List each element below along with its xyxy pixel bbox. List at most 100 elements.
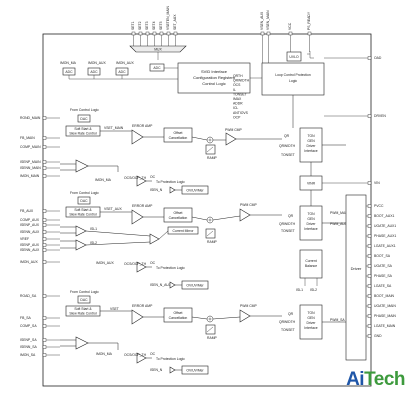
right-pins-group: OADDRVENVINPVCCBOOT_AUX1UGATE_AUX1PHASE_… [322,56,396,338]
left-pin-5: IMON_MAIN [20,174,40,178]
left-pin-10: VREF [20,237,29,241]
right-pin-0: OAD [374,56,382,60]
oc-aux: OC [150,261,156,265]
left-pin-6: FB_AUX [20,209,34,213]
svid-label-2: Configuration Registers [193,75,235,80]
top-right-pin-2: VCC [288,22,292,30]
oc-main: OC [150,175,156,179]
ovuv-main: OV/UV/Mer [186,189,204,193]
pwm-cmp-sa: PWM CMP [240,304,258,308]
qr-aux: QR [288,214,294,218]
right-pin-16: GND [374,334,382,338]
left-pin-18: ISENN_SA [20,345,38,349]
left-pins-group: ROND_MAIN FB_MAIN COMP_MAIN ISENP_MAIN ISENN… [20,116,60,357]
loop-control-block [261,62,325,96]
adc-2: ADC [90,70,98,74]
right-pin-10: PHASE_SA [374,274,393,278]
top-pin-4: SET5 [159,21,163,30]
isl2-left: ISL2 [90,241,97,245]
softstart-aux-1: Soft Start & [74,208,92,212]
imon-aux-mid: IMON_AUX [96,261,114,265]
error-amp-main: ERROR AMP [132,124,153,128]
isl1-right: ISL1 [296,288,303,292]
top-pin-2: SET3 [145,21,149,30]
left-pin-15: FB_SA [20,316,31,320]
qrwidth-aux: QRWIDTH [279,222,296,226]
right-pin-3: PVCC [374,204,384,208]
right-pin-2: VIN [374,181,380,185]
ctrl-signal-4: TONSET [233,92,247,96]
left-pin-13: IMON_AUX [20,260,38,264]
right-pin-8: BOOT_SA [374,254,391,258]
ton-gen-aux: TON GEN Driver Interface QR QRWIDTH TONS… [279,205,323,241]
left-pin-11: ISENP_AUX [20,243,40,247]
to-prot-aux: To Protection Logic [156,266,185,270]
sa-channel: From Control Logic DAC Soft Start & Slew… [60,290,282,375]
ctrl-signal-2: OCS [233,83,241,87]
top-pin-1: SET2 [138,21,142,30]
svg-text:GEN: GEN [307,217,315,221]
adc-4: ADC [153,66,161,70]
left-pin-3: ISENP_MAIN [20,160,41,164]
uvlo-block [286,51,302,62]
current-balance-1: Current [305,259,316,263]
logo-part1: Ai [346,369,365,390]
left-pin-0: ROND_MAIN [20,116,41,120]
isen-n-main: ISEN_N [150,188,163,192]
from-ctrl-aux: From Control Logic [70,191,99,195]
imon-aux2-label: IMON_AUX [116,61,134,65]
svg-text:Interface: Interface [304,227,317,231]
top-pin-5: VSETEN_MAIN [166,6,170,30]
top-right-pin-0: VSEN_AUX [260,11,264,30]
isen-n-aux: ISEN_N_AUX [150,283,172,287]
right-pin-12: BOOT_MAIN [374,294,395,298]
ovuv-sa: OV/UV/Mer [186,369,204,373]
main-channel: From Control Logic DAC Soft Start & Slew… [60,108,282,195]
ctrl-signal-9: OCP [233,115,241,119]
tonset-main: TONSET [281,153,295,157]
top-pin-6: SET_AUX [173,14,177,30]
svg-text:Interface: Interface [304,149,317,153]
right-pin-1: DRVEN [374,114,386,118]
imon-sa-mid: IMON_MA [96,352,113,356]
svg-text:GEN: GEN [307,316,315,320]
left-pin-4: ISENN_MAIN [20,166,41,170]
right-pin-13: UGATE_MAIN [374,304,396,308]
to-prot-main: To Protection Logic [156,180,185,184]
left-pin-2: COMP_MAIN [20,145,41,149]
left-pin-16: COMP_SA [20,324,37,328]
tonset-aux: TONSET [281,229,295,233]
error-amp-aux: ERROR AMP [132,204,153,208]
imon-main-label: IMON_MA [60,61,77,65]
ovuv-aux: OV/UV/Mer [186,284,204,288]
to-prot-sa: To Protection Logic [156,357,185,361]
qrwidth-sa: QRWIDTH [279,320,296,324]
left-pin-1: FB_MAIN [20,136,35,140]
isl2-right: ISL2 [310,288,317,292]
right-pin-14: PHASE_MAIN [374,314,396,318]
qr-sa: QR [288,312,294,316]
offset-aux-1: Offset [174,211,183,215]
offset-main-1: Offset [174,131,183,135]
svg-text:Interface: Interface [304,326,317,330]
driver-block [345,194,367,361]
current-mirror-label: Current Mirror [172,229,194,233]
svid-label-1: SVID Interface [201,69,228,74]
right-pin-7: LGATE_AUX1 [374,244,396,248]
top-right-pin-1: VSEN_MAIN [266,10,270,30]
qrwidth-main: QRWIDTH [279,144,296,148]
right-pin-11: LGATE_SA [374,284,392,288]
imon-aux-label: IMON_AUX [88,61,106,65]
ocs-sa: OCS/OCP_TH [124,353,147,357]
ramp-aux: RAMP [207,240,218,244]
dac-main: DAC [80,117,88,121]
ramp-main: RAMP [207,156,218,160]
pwm-cmp-main: PWM CMP [225,128,243,132]
from-ctrl-main: From Control Logic [70,108,99,112]
softstart-sa-1: Soft Start & [74,307,92,311]
svid-label-3: Control Logic [202,81,226,86]
ctrl-signal-3: IL [233,88,236,92]
right-pin-9: UGATE_SA [374,264,393,268]
ocs-main: OCS/OCP_TH [124,176,147,180]
top-right-pin-3: PS_READY [307,11,311,30]
